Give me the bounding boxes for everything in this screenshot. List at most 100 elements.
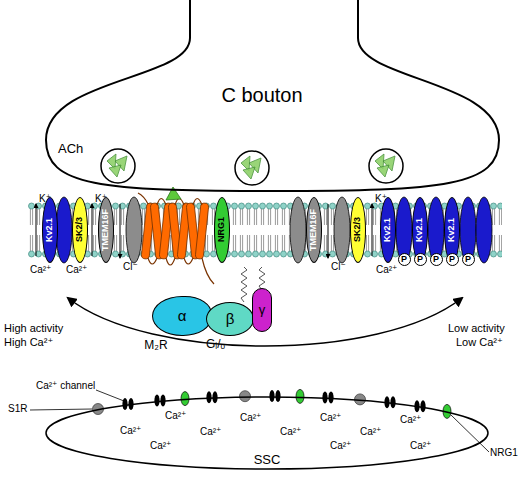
leader-line <box>30 409 92 410</box>
leader-line <box>96 390 124 401</box>
phosphate-group: P <box>398 253 411 266</box>
node-text: C bouton <box>221 84 302 106</box>
protein-label: Gᵢ/ₒ <box>206 338 225 351</box>
ion-label: K⁺ <box>95 193 107 204</box>
receptor-terminus <box>138 193 148 204</box>
part-label: S1R <box>8 403 27 414</box>
ion-flux-arrow <box>92 204 93 256</box>
sk-channel: SK2/3 <box>72 197 88 263</box>
ion-label: Ca²⁺ <box>320 412 341 423</box>
ion-label: Ca²⁺ <box>376 264 397 275</box>
nrg1-protein: NRG1 <box>214 197 230 263</box>
sk-channel: SK2/3 <box>350 197 366 263</box>
state-label: Low Ca²⁺ <box>456 336 503 348</box>
kv21-channel <box>476 197 492 263</box>
c-bouton-terminal: C boutonACh <box>40 0 505 196</box>
phosphate-group: P <box>414 253 427 266</box>
ion-label: Ca²⁺ <box>120 425 141 436</box>
synaptic-vesicle <box>369 149 403 183</box>
ion-label: Ca²⁺ <box>30 264 51 275</box>
node-text: TMEM16F <box>101 209 111 251</box>
g-alpha-subunit: α <box>152 296 212 336</box>
ion-label: Ca²⁺ <box>360 426 381 437</box>
ion-flux-arrow <box>328 204 329 258</box>
node-text: P <box>417 255 423 265</box>
ion-label: K⁺ <box>375 193 387 204</box>
node-text: P <box>433 255 439 265</box>
ion-label: Ca²⁺ <box>165 410 186 421</box>
ion-label: Ca²⁺ <box>400 414 421 425</box>
calcium-channel <box>420 400 425 412</box>
ion-label: Ca²⁺ <box>410 440 431 451</box>
receptor-loop <box>184 258 193 264</box>
tmem16f-channel <box>334 197 350 263</box>
receptor-helix <box>195 203 209 260</box>
node-text: P <box>449 255 455 265</box>
receptor-loop <box>166 258 175 265</box>
phosphate-group: P <box>430 253 443 266</box>
node-text: β <box>226 311 235 328</box>
calcium-channel <box>269 390 274 402</box>
phosphate-group: P <box>446 253 459 266</box>
s1r-receptor <box>240 391 251 402</box>
c-bouton-terminal-outline <box>46 0 499 191</box>
node-text: SK2/3 <box>75 217 85 242</box>
calcium-channel <box>154 395 159 407</box>
g-beta-subunit: β <box>206 302 254 336</box>
tmem16f-channel: TMEM16F <box>306 197 322 263</box>
state-label: Low activity <box>448 322 505 334</box>
ssc-cistern: SSC <box>45 396 489 470</box>
synaptic-vesicle <box>101 149 135 183</box>
phosphate-group: P <box>462 253 475 266</box>
node-text: NRG1 <box>217 217 227 242</box>
ion-label: Ca²⁺ <box>200 426 221 437</box>
receptor-terminus <box>202 258 214 284</box>
ion-label: Ca²⁺ <box>280 426 301 437</box>
ion-label: Cl⁻ <box>123 261 138 272</box>
node-text: γ <box>259 303 266 317</box>
receptor-loop <box>148 258 157 264</box>
ion-label: K⁺ <box>39 193 51 204</box>
ion-flux-arrow <box>36 204 37 256</box>
kv21-channel: Kv2.1 <box>380 197 396 263</box>
node-text: Kv2.1 <box>447 218 457 242</box>
node-text: α <box>178 308 187 325</box>
state-label: High activity <box>4 322 63 334</box>
ion-label: Ca²⁺ <box>150 440 171 451</box>
ion-label: Ca²⁺ <box>66 264 87 275</box>
ion-label: Ca²⁺ <box>330 440 351 451</box>
node-text: P <box>465 255 471 265</box>
node-text: SK2/3 <box>353 217 363 242</box>
calcium-channel <box>275 390 280 402</box>
tmem16f-channel <box>126 197 142 263</box>
receptor-loop <box>193 199 202 206</box>
kv21-channel <box>56 197 72 263</box>
node-text: TMEM16F <box>309 209 319 251</box>
lipid-anchor <box>259 267 265 290</box>
node-text: Kv2.1 <box>383 218 393 242</box>
calcium-channel <box>122 398 127 410</box>
calcium-channel <box>390 396 395 408</box>
g-gamma-subunit: γ <box>252 288 272 332</box>
kv21-channel: Kv2.1 <box>42 197 58 263</box>
calcium-channel <box>328 391 333 403</box>
synaptic-vesicle <box>235 151 269 185</box>
node-text: Kv2.1 <box>415 218 425 242</box>
ssc-cistern-outline <box>46 397 488 469</box>
ion-label: Ca²⁺ <box>240 412 261 423</box>
ion-label: Cl⁻ <box>331 261 346 272</box>
nrg1-protein <box>296 389 304 403</box>
tmem16f-channel <box>290 197 306 263</box>
tmem16f-channel: TMEM16F <box>98 197 114 263</box>
node-text: M₂R <box>144 339 167 352</box>
part-label: Ca²⁺ channel <box>36 380 95 391</box>
node-text: ACh <box>58 142 83 156</box>
node-text: SSC <box>254 453 281 467</box>
state-label: High Ca²⁺ <box>4 336 53 348</box>
calcium-channel <box>206 391 211 403</box>
receptor-loop <box>157 199 166 206</box>
ion-flux-arrow <box>120 204 121 258</box>
lipid-anchor <box>241 267 247 302</box>
node-text: P <box>401 255 407 265</box>
